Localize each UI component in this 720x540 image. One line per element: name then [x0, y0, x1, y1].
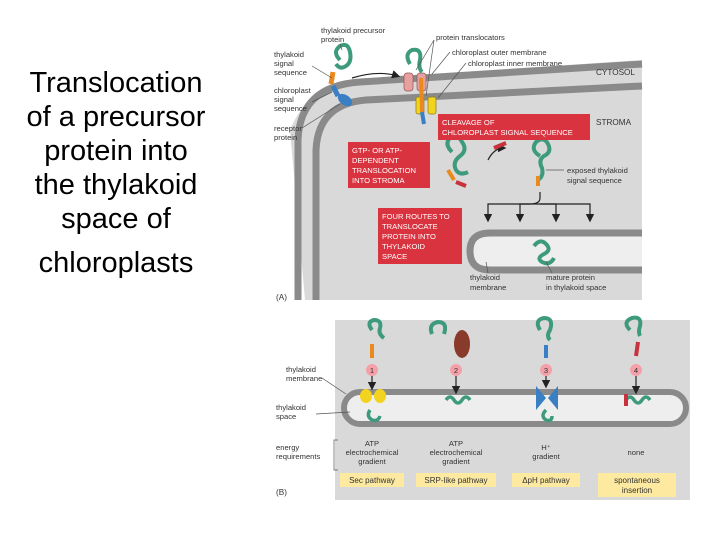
cleavage-box-line-2: CHLOROPLAST SIGNAL SEQUENCE	[442, 128, 573, 137]
label-b-membrane-1: thylakoid	[286, 365, 316, 374]
top-leader-lines	[415, 39, 467, 99]
route-4-proteins	[624, 315, 652, 406]
route-4-pathway-2: insertion	[622, 486, 652, 495]
label-outer-membrane: chloroplast outer membrane	[452, 48, 547, 57]
route-4-pathway-1: spontaneous	[614, 476, 660, 485]
gtp-box-line-4: INTO STROMA	[352, 176, 406, 185]
gtp-box-line-1: GTP- OR ATP-	[352, 146, 403, 155]
chloroplast-inner-membrane	[312, 82, 643, 300]
left-leader-lines	[301, 65, 341, 129]
label-mature-1: mature protein	[546, 273, 595, 282]
route-3-pathway-box	[512, 473, 580, 487]
precursor-leader	[339, 43, 343, 51]
cleavage-arrow	[487, 143, 507, 161]
route-2-proteins	[428, 319, 472, 405]
route-3-pathway: ΔpH pathway	[522, 476, 570, 485]
panel-b-leader-lines	[315, 377, 351, 471]
panel-a-label: (A)	[276, 293, 287, 302]
label-b-space-1: thylakoid	[276, 403, 306, 412]
label-exposed-2: signal sequence	[567, 176, 622, 185]
route-3-energy-1: H⁺	[541, 443, 551, 452]
routes-box-line-1: FOUR ROUTES TO	[382, 212, 450, 221]
routes-box	[378, 208, 462, 264]
cleavage-box-line-1: CLEAVAGE OF	[442, 118, 495, 127]
route-arrows	[367, 376, 641, 395]
slide-title: Translocation of a precursor protein int…	[2, 66, 230, 280]
label-chloroplast-signal-3: sequence	[274, 104, 307, 113]
route-4-number: 4	[634, 366, 638, 375]
title-line-4: the thylakoid	[34, 169, 198, 201]
route-4-pathway-box	[598, 473, 676, 497]
routes-box-line-4: THYLAKOID	[382, 242, 426, 251]
title-line-6: chloroplasts	[38, 247, 194, 279]
label-thylakoid-membrane-2: membrane	[470, 283, 506, 292]
exposed-signal-protein-icon	[531, 137, 552, 186]
translocating-protein-icon	[405, 47, 426, 125]
route-2-pathway: SRP-like pathway	[424, 476, 487, 485]
panel-b-label: (B)	[276, 488, 287, 497]
label-chloroplast-signal-2: signal	[274, 95, 294, 104]
label-thylakoid-membrane-1: thylakoid	[470, 273, 500, 282]
thylakoid-compartment	[466, 229, 642, 274]
routes-box-line-2: TRANSLOCATE	[382, 222, 438, 231]
label-cytosol: CYTOSOL	[596, 68, 635, 77]
panel-b: 1 2 3 4 thylakoid membrane thylakoid spa…	[276, 315, 690, 500]
cleaved-signal-fragment	[493, 141, 507, 150]
label-translocators: protein translocators	[436, 33, 505, 42]
label-precursor-2: protein	[321, 35, 344, 44]
label-b-space-2: space	[276, 412, 296, 421]
route-number-circles	[366, 364, 642, 376]
receptor-protein-icon	[337, 93, 353, 107]
routes-box-line-3: PROTEIN INTO	[382, 232, 436, 241]
panel-a: CLEAVAGE OF CHLOROPLAST SIGNAL SEQUENCE …	[262, 26, 643, 302]
label-inner-membrane: chloroplast inner membrane	[468, 59, 562, 68]
route-1-pathway: Sec pathway	[349, 476, 395, 485]
label-b-energy-2: requirements	[276, 452, 321, 461]
route-2-energy-3: gradient	[442, 457, 470, 466]
route-3-energy-2: gradient	[532, 452, 560, 461]
label-exposed-1: exposed thylakoid	[567, 166, 628, 175]
panel-b-thylakoid	[341, 389, 689, 427]
label-thylakoid-signal-1: thylakoid	[274, 50, 304, 59]
route-3-proteins	[535, 315, 558, 423]
gtp-box	[348, 142, 430, 188]
four-routes-arrows	[483, 192, 595, 223]
label-precursor-1: thylakoid precursor	[321, 26, 386, 35]
label-receptor-1: receptor	[274, 124, 302, 133]
route-1-proteins	[360, 317, 386, 423]
route-2-number: 2	[454, 366, 458, 375]
label-receptor-2: protein	[274, 133, 297, 142]
label-thylakoid-signal-3: sequence	[274, 68, 307, 77]
route-2-energy-1: ATP	[449, 439, 463, 448]
route-1-energy-3: gradient	[358, 457, 386, 466]
membrane-leader	[485, 261, 489, 274]
route-3-number: 3	[544, 366, 548, 375]
route-2-pathway-box	[416, 473, 496, 487]
route-1-pathway-box	[340, 473, 404, 487]
label-chloroplast-signal-1: chloroplast	[274, 86, 312, 95]
title-line-2: of a precursor	[26, 101, 206, 133]
route-1-number: 1	[370, 366, 374, 375]
title-line-1: Translocation	[29, 67, 203, 99]
title-line-3: protein into	[44, 135, 188, 167]
route-1-energy-1: ATP	[365, 439, 379, 448]
import-arrow	[351, 70, 401, 79]
label-b-energy-1: energy	[276, 443, 299, 452]
cleavage-box	[438, 114, 590, 140]
gtp-box-line-2: DEPENDENT	[352, 156, 399, 165]
routes-box-line-5: SPACE	[382, 252, 407, 261]
route-2-energy-2: electrochemical	[430, 448, 483, 457]
label-mature-2: in thylakoid space	[546, 283, 606, 292]
chloroplast-outer-membrane	[294, 60, 643, 300]
label-thylakoid-signal-2: signal	[274, 59, 294, 68]
mature-leader	[545, 261, 553, 274]
route-1-energy-2: electrochemical	[346, 448, 399, 457]
label-stroma: STROMA	[596, 118, 632, 127]
gtp-box-line-3: TRANSLOCATION	[352, 166, 416, 175]
title-line-5: space of	[61, 203, 171, 235]
route-4-energy-1: none	[628, 448, 645, 457]
label-b-membrane-2: membrane	[286, 374, 322, 383]
